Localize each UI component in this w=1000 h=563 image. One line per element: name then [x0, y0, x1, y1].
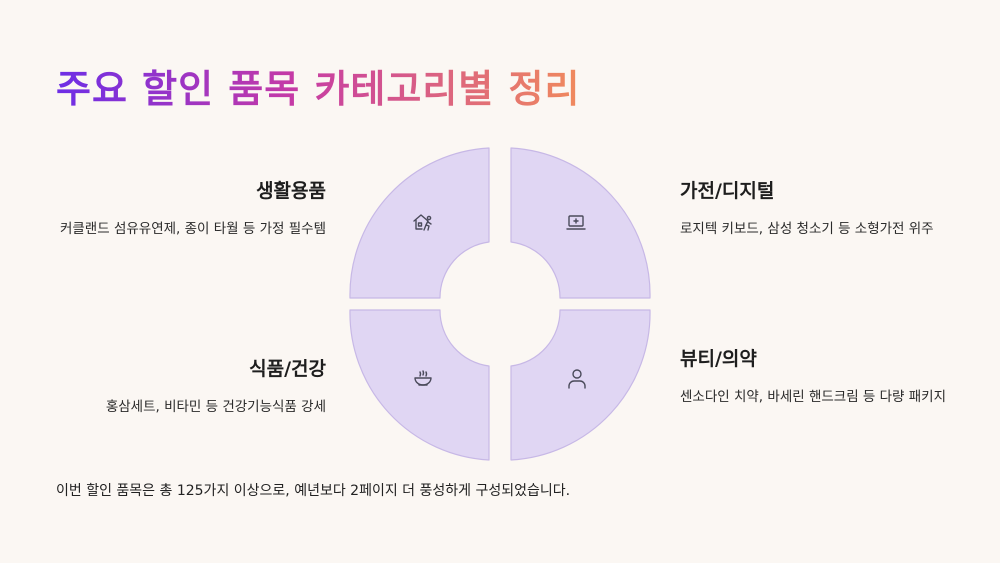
category-desc: 센소다인 치약, 바세린 핸드크림 등 다량 패키지	[680, 389, 947, 405]
category-food: 식품/건강 홍삼세트, 비타민 등 건강기능식품 강세	[56, 354, 326, 420]
house-person-icon	[413, 214, 432, 231]
category-title: 뷰티/의약	[680, 348, 757, 370]
category-desc: 홍삼세트, 비타민 등 건강기능식품 강세	[105, 399, 326, 415]
footer-note: 이번 할인 품목은 총 125가지 이상으로, 예년보다 2페이지 더 풍성하게…	[56, 483, 571, 499]
laptop-icon	[566, 215, 586, 230]
page-title: 주요 할인 품목 카테고리별 정리	[56, 58, 580, 113]
category-title: 생활용품	[256, 180, 326, 202]
segment-beauty	[510, 309, 651, 461]
category-desc: 로지텍 키보드, 삼성 청소기 등 소형가전 위주	[680, 221, 934, 237]
segment-electronics	[510, 147, 651, 299]
category-title: 식품/건강	[249, 358, 326, 380]
category-household: 생활용품 커클랜드 섬유유연제, 종이 타월 등 가정 필수템	[56, 176, 326, 242]
category-electronics: 가전/디지털 로지텍 키보드, 삼성 청소기 등 소형가전 위주	[680, 176, 950, 242]
category-beauty: 뷰티/의약 센소다인 치약, 바세린 핸드크림 등 다량 패키지	[680, 344, 950, 410]
person-icon	[568, 369, 586, 389]
bowl-icon	[414, 370, 432, 386]
category-title: 가전/디지털	[680, 180, 775, 202]
category-desc: 커클랜드 섬유유연제, 종이 타월 등 가정 필수템	[59, 221, 326, 237]
